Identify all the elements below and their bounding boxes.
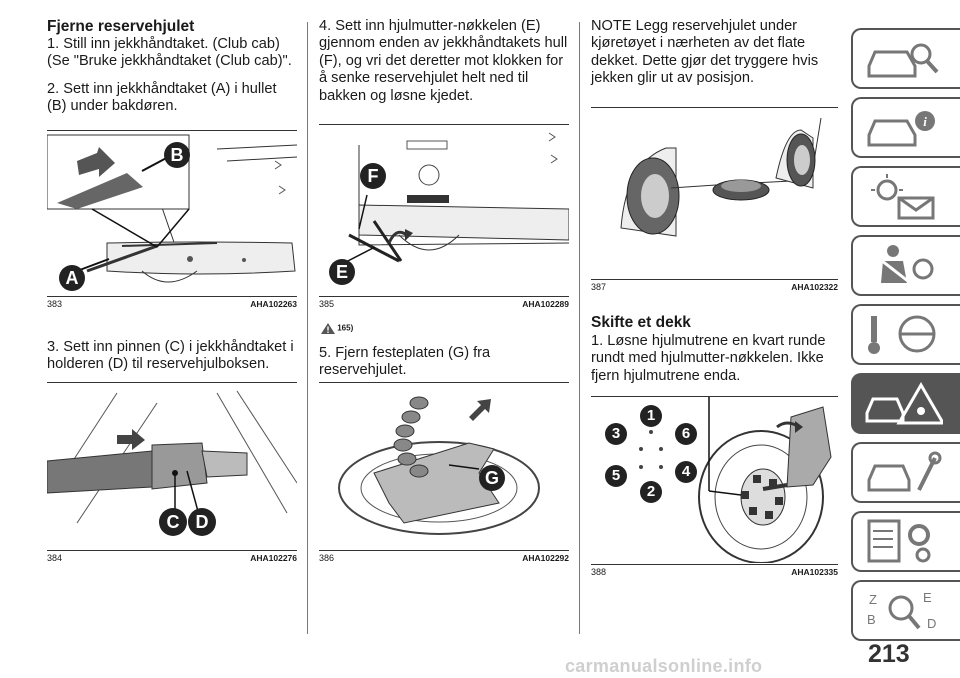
tab-car-info[interactable]: i [851, 97, 960, 158]
step-5-text: 5. Fjern festeplaten (G) fra reservehjul… [319, 345, 491, 379]
callout-nut-5: 5 [605, 465, 627, 487]
figure-number: 387 [591, 282, 607, 292]
spare-under-vehicle-illustration [620, 117, 822, 237]
svg-text:i: i [923, 114, 927, 129]
seatbelt-airbag-icon [876, 245, 934, 287]
callout-g: G [479, 465, 505, 491]
figure-383-caption: 383 AHA102263 [47, 296, 297, 313]
warning-reference: 165) [321, 323, 353, 334]
callout-a: A [59, 265, 85, 291]
figure-387-caption: 387 AHA102322 [591, 279, 838, 296]
figure-385-wrench-insert: F E [319, 124, 569, 295]
section-heading-remove-spare: Fjerne reservehjulet [47, 18, 195, 35]
pin-holder-illustration [47, 390, 297, 524]
column-divider [579, 22, 580, 634]
callout-nut-1: 1 [640, 405, 662, 427]
fixing-plate-illustration [338, 396, 540, 535]
column-divider [307, 22, 308, 634]
tab-car-search[interactable] [851, 28, 960, 89]
figure-number: 383 [47, 299, 63, 309]
figure-number: 388 [591, 567, 607, 577]
figure-code: AHA102263 [250, 299, 297, 309]
callout-nut-2: 2 [640, 481, 662, 503]
callout-b: B [164, 142, 190, 168]
step-1-text: 1. Still inn jekkhåndtaket. (Club cab) (… [47, 36, 292, 70]
figure-code: AHA102292 [522, 553, 569, 563]
svg-text:B: B [867, 612, 876, 627]
figure-number: 385 [319, 299, 335, 309]
lug-nut-sequence-illustration [639, 397, 832, 563]
figure-code: AHA102276 [250, 553, 297, 563]
callout-nut-6: 6 [675, 423, 697, 445]
figure-number: 386 [319, 553, 335, 563]
steering-key-icon [868, 315, 936, 354]
figure-code: AHA102335 [791, 567, 838, 577]
svg-text:D: D [927, 616, 936, 631]
figure-code: AHA102322 [791, 282, 838, 292]
callout-f: F [360, 163, 386, 189]
section-heading-change-tire: Skifte et dekk [591, 314, 691, 331]
tab-index[interactable]: Z E B D [851, 580, 960, 641]
figure-384-caption: 384 AHA102276 [47, 550, 297, 567]
callout-nut-3: 3 [605, 423, 627, 445]
figure-385-caption: 385 AHA102289 [319, 296, 569, 313]
figure-383-jack-handle: B A [47, 130, 297, 295]
figure-388-lug-nut-sequence: 1 3 6 5 4 2 [591, 396, 838, 563]
figure-386-fixing-plate: G [319, 382, 569, 549]
figure-388-caption: 388 AHA102335 [591, 564, 838, 581]
page-number: 213 [868, 640, 910, 668]
car-info-icon: i [867, 111, 935, 147]
index-magnifier-icon: Z E B D [867, 590, 936, 631]
callout-c: C [159, 508, 187, 536]
note-text: NOTE Legg reservehjulet under kjøretøyet… [591, 18, 819, 87]
tab-technical-data[interactable] [851, 511, 960, 572]
figure-387-spare-under-vehicle [591, 107, 838, 278]
callout-nut-4: 4 [675, 461, 697, 483]
svg-text:E: E [923, 590, 932, 605]
change-tire-step-1-text: 1. Løsne hjulmutrene en kvart runde rund… [591, 333, 826, 384]
tab-starting-driving[interactable] [851, 304, 960, 365]
tab-maintenance[interactable] [851, 442, 960, 503]
figure-code: AHA102289 [522, 299, 569, 309]
car-crash-warning-icon [865, 382, 943, 425]
tab-safety[interactable] [851, 235, 960, 296]
car-search-icon [867, 43, 939, 78]
figure-386-caption: 386 AHA102292 [319, 550, 569, 567]
warning-triangle-icon [321, 323, 335, 334]
wrench-insert-illustration [343, 132, 569, 264]
svg-text:Z: Z [869, 592, 877, 607]
figure-384-pin-holder: C D [47, 382, 297, 549]
tab-warning-lights[interactable] [851, 166, 960, 227]
step-2-text: 2. Sett inn jekkhåndtaket (A) i hullet (… [47, 81, 277, 115]
watermark-text: carmanualsonline.info [565, 656, 763, 676]
tab-emergency[interactable] [851, 373, 960, 434]
callout-e: E [329, 259, 355, 285]
step-3-text: 3. Sett inn pinnen (C) i jekkhåndtaket i… [47, 339, 294, 373]
warning-light-mail-icon [871, 174, 935, 220]
step-4-text: 4. Sett inn hjulmutter-nøkkelen (E) gjen… [319, 18, 568, 104]
spec-sheet-gears-icon [867, 519, 931, 563]
car-wrench-icon [867, 451, 942, 492]
callout-d: D [188, 508, 216, 536]
figure-number: 384 [47, 553, 63, 563]
warning-reference-number: 165) [337, 323, 354, 333]
